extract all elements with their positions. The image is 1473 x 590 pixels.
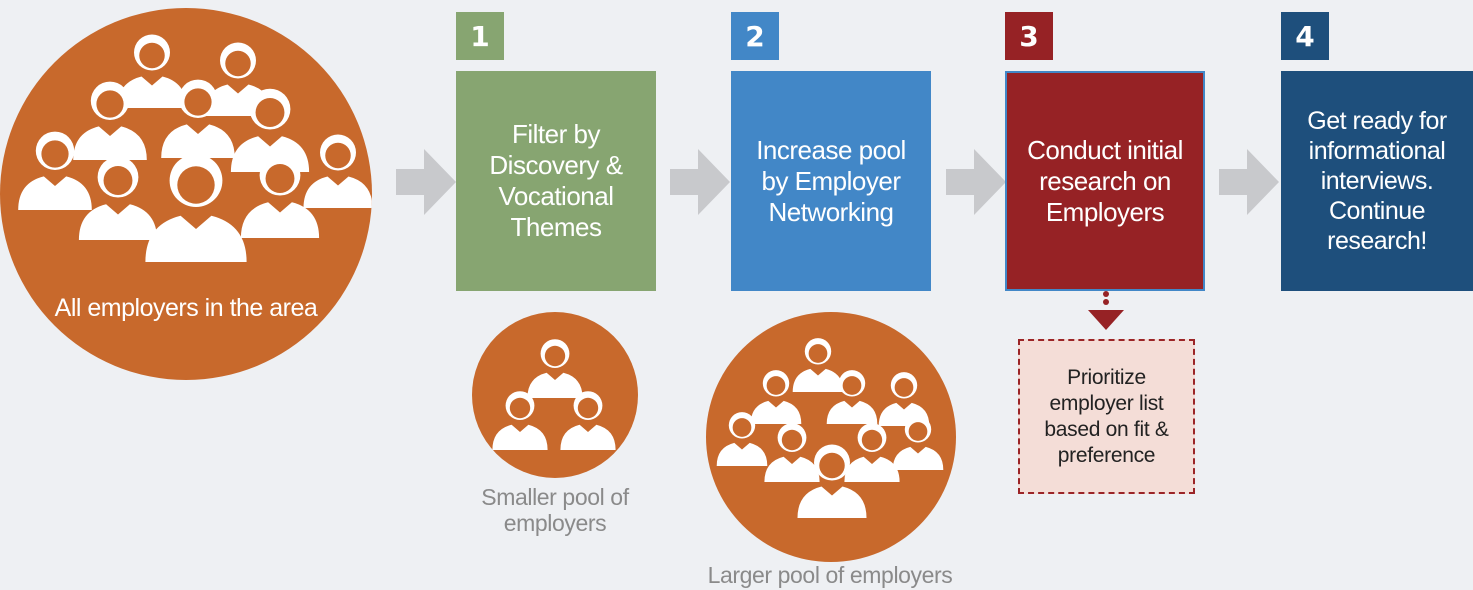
step-2-number-badge: 2 xyxy=(731,12,779,60)
people-group-icon xyxy=(492,339,616,450)
step-4-number-badge: 4 xyxy=(1281,12,1329,60)
people-group-icon xyxy=(716,338,944,518)
step-1-box: Filter by Discovery & Vocational Themes xyxy=(456,71,656,291)
step-4-box: Get ready for informational interviews. … xyxy=(1281,71,1473,291)
arrow-right-icon xyxy=(670,149,730,215)
people-group-icon xyxy=(18,34,372,262)
step-3-down-connector xyxy=(1088,291,1124,330)
arrow-right-icon xyxy=(1219,149,1279,215)
arrow-right-icon xyxy=(946,149,1006,215)
larger-pool-circle xyxy=(706,312,956,562)
prioritize-note: Prioritize employer list based on fit & … xyxy=(1018,339,1195,494)
step-3-number-badge: 3 xyxy=(1005,12,1053,60)
arrow-right-icon xyxy=(396,149,456,215)
step-3-box: Conduct initial research on Employers xyxy=(1005,71,1205,291)
all-employers-circle: All employers in the area xyxy=(0,8,372,380)
all-employers-label: All employers in the area xyxy=(54,294,318,322)
step-1-number-badge: 1 xyxy=(456,12,504,60)
smaller-pool-circle xyxy=(472,312,638,478)
step-2-box: Increase pool by Employer Networking xyxy=(731,71,931,291)
larger-pool-caption: Larger pool of employers xyxy=(707,562,953,588)
smaller-pool-caption: Smaller pool of employers xyxy=(481,484,629,536)
